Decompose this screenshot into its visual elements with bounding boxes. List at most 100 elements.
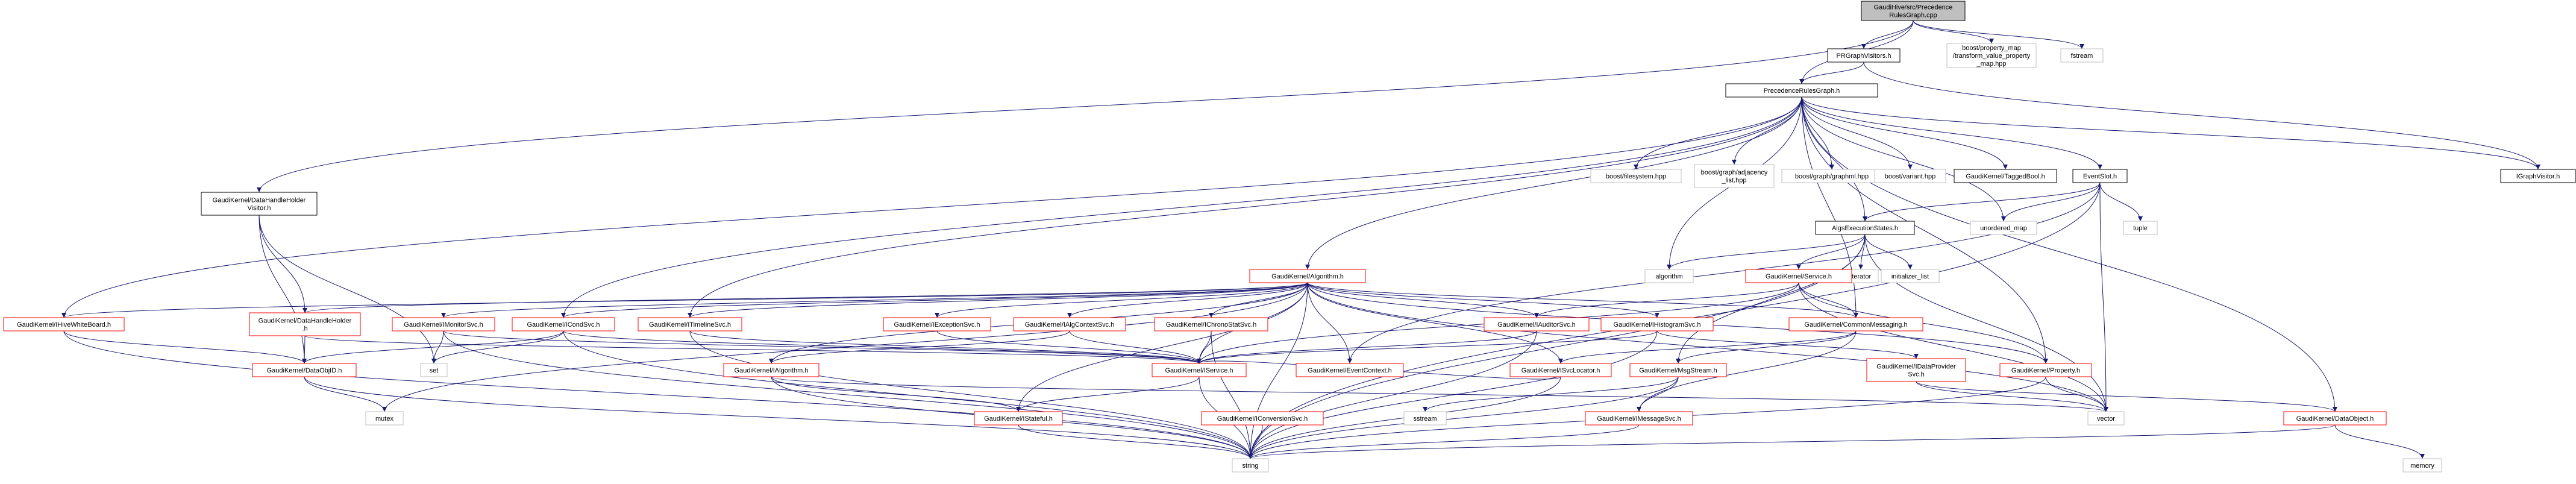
- node-iservice[interactable]: GaudiKernel/IService.h: [1152, 363, 1247, 377]
- edge-ihwb-to-dataobjid: [63, 330, 307, 364]
- node-igraphvisitor[interactable]: IGraphVisitor.h: [2500, 169, 2576, 183]
- edge-dhhv-to-set: [259, 215, 436, 364]
- node-bvar: boost/variant.hpp: [1874, 169, 1946, 183]
- node-aes[interactable]: AlgsExecutionStates.h: [1815, 221, 1915, 235]
- node-ialgorithm[interactable]: GaudiKernel/IAlgorithm.h: [723, 363, 819, 377]
- node-box: [1788, 317, 1923, 332]
- edge-ialgorithm-to-vector: [771, 376, 2108, 412]
- edge-ihisto-to-iservice: [1197, 330, 1658, 364]
- node-imessage[interactable]: GaudiKernel/IMessageSvc.h: [1585, 411, 1693, 426]
- node-iconversion[interactable]: GaudiKernel/IConversionSvc.h: [1201, 411, 1324, 426]
- node-label-line: GaudiKernel/IStateful.h: [984, 415, 1053, 423]
- node-box: [365, 411, 404, 426]
- node-gkservice[interactable]: GaudiKernel/Service.h: [1745, 269, 1852, 283]
- node-ihwb[interactable]: GaudiKernel/IHiveWhiteBoard.h: [3, 317, 125, 332]
- node-label-line: GaudiKernel/DataHandleHolder: [213, 197, 306, 204]
- edge-common-to-isvclocator: [1558, 330, 1857, 364]
- node-vector: vector: [2087, 411, 2125, 426]
- edge-gkalgo-to-string: [1248, 282, 1308, 459]
- edge-ialgorithm-to-istateful: [771, 376, 1021, 412]
- node-box: [1585, 411, 1693, 426]
- node-dataobjid[interactable]: GaudiKernel/DataObjID.h: [252, 363, 357, 377]
- node-string: string: [1232, 458, 1269, 473]
- node-box: [1152, 363, 1247, 377]
- edge-imessage-to-string: [1248, 424, 1640, 459]
- edge-eventslot-to-evctx: [1347, 182, 2101, 364]
- edge-dhh-to-dataobjid: [302, 335, 307, 364]
- node-box: [1249, 269, 1366, 283]
- node-gkalgo[interactable]: GaudiKernel/Algorithm.h: [1249, 269, 1366, 283]
- edge-gkservice-to-iauditor: [1534, 282, 1799, 318]
- node-label-line: RulesGraph.cpp: [1889, 12, 1937, 19]
- node-msgstream[interactable]: GaudiKernel/MsgStream.h: [1629, 363, 1727, 377]
- node-label-line: Svc.h: [1908, 371, 1925, 379]
- node-root[interactable]: GaudiHive/src/PrecedenceRulesGraph.cpp: [1861, 1, 1966, 21]
- edge-dhhv-to-dhh: [259, 215, 307, 313]
- node-imonsvc[interactable]: GaudiKernel/IMonitorSvc.h: [392, 317, 495, 332]
- node-box: [512, 317, 615, 332]
- edge-gkalgo-to-itimeline: [688, 282, 1308, 318]
- edge-imonsvc-to-iservice: [443, 330, 1202, 364]
- node-isvclocator[interactable]: GaudiKernel/ISvcLocator.h: [1509, 363, 1612, 377]
- edge-msgstream-to-string: [1248, 376, 1679, 459]
- node-ihisto[interactable]: GaudiKernel/IHistogramSvc.h: [1600, 317, 1714, 332]
- node-dhh[interactable]: GaudiKernel/DataHandleHolder.h: [249, 312, 361, 336]
- edge-idataprov-to-dataobject: [1916, 381, 2337, 412]
- node-itimeline[interactable]: GaudiKernel/ITimelineSvc.h: [638, 317, 742, 332]
- node-box: [2123, 221, 2158, 235]
- node-istateful[interactable]: GaudiKernel/IStateful.h: [974, 411, 1063, 426]
- node-label-line: boost/filesystem.hpp: [1606, 173, 1666, 180]
- node-box: [3, 317, 125, 332]
- node-property[interactable]: GaudiKernel/Property.h: [1999, 363, 2092, 377]
- edge-layer: [61, 20, 2540, 459]
- node-label-line: GaudiKernel/IChronoStatSvc.h: [1166, 321, 1256, 328]
- node-ichrono[interactable]: GaudiKernel/IChronoStatSvc.h: [1154, 317, 1268, 332]
- node-label-line: GaudiKernel/ICondSvc.h: [527, 321, 600, 328]
- edge-prgv-to-prg: [1799, 61, 1864, 84]
- node-label-line: PRGraphVisitors.h: [1837, 52, 1891, 60]
- edge-prg-to-icondsvc: [561, 96, 1802, 318]
- node-box: [1296, 363, 1404, 377]
- edge-dhh-to-iservice: [304, 335, 1202, 364]
- node-ialgctx[interactable]: GaudiKernel/IAlgContextSvc.h: [1013, 317, 1126, 332]
- node-box: [1629, 363, 1727, 377]
- node-label-line: initializer_list: [1891, 273, 1929, 280]
- node-iexception[interactable]: GaudiKernel/IExceptionSvc.h: [883, 317, 991, 332]
- node-prgv[interactable]: PRGraphVisitors.h: [1827, 48, 1901, 63]
- node-box: [249, 312, 361, 336]
- node-dataobject[interactable]: GaudiKernel/DataObject.h: [2283, 411, 2387, 426]
- node-box: [252, 363, 357, 377]
- node-iauditor[interactable]: GaudiKernel/IAuditorSvc.h: [1484, 317, 1590, 332]
- node-box: [1600, 317, 1714, 332]
- edge-iauditor-to-iservice: [1197, 330, 1537, 364]
- edge-root-to-dhhv: [257, 20, 1914, 193]
- node-box: [2060, 48, 2104, 63]
- node-tagged[interactable]: GaudiKernel/TaggedBool.h: [1954, 169, 2057, 183]
- node-common[interactable]: GaudiKernel/CommonMessaging.h: [1788, 317, 1923, 332]
- edge-prg-to-itimeline: [688, 96, 1802, 318]
- edge-gkalgo-to-ihwb: [61, 282, 1308, 318]
- edge-gkalgo-to-ialgctx: [1067, 282, 1308, 318]
- node-label-line: fstream: [2071, 52, 2093, 60]
- edge-ihisto-to-idataprov: [1656, 330, 1919, 359]
- node-box: [2402, 458, 2442, 473]
- node-label-line: tuple: [2133, 225, 2148, 232]
- node-label-line: GaudiKernel/DataObject.h: [2296, 415, 2374, 423]
- node-prg[interactable]: PrecedenceRulesGraph.h: [1725, 83, 1878, 98]
- node-box: [1725, 83, 1878, 98]
- node-box: [1970, 221, 2037, 235]
- node-icondsvc[interactable]: GaudiKernel/ICondSvc.h: [512, 317, 615, 332]
- node-eventslot[interactable]: EventSlot.h: [2072, 169, 2128, 183]
- node-evctx[interactable]: GaudiKernel/EventContext.h: [1296, 363, 1404, 377]
- edge-ihisto-to-string: [1248, 330, 1658, 459]
- edge-gkalgo-to-imonsvc: [441, 282, 1308, 318]
- edge-root-to-fstream: [1913, 20, 2084, 49]
- edge-gkalgo-to-iexception: [935, 282, 1308, 318]
- node-algorithmstd: algorithm: [1644, 269, 1694, 283]
- edge-gkservice-to-common: [1798, 282, 1858, 318]
- edge-itimeline-to-iservice: [689, 330, 1202, 364]
- node-box: [723, 363, 819, 377]
- node-label-line: GaudiKernel/EventContext.h: [1308, 367, 1391, 374]
